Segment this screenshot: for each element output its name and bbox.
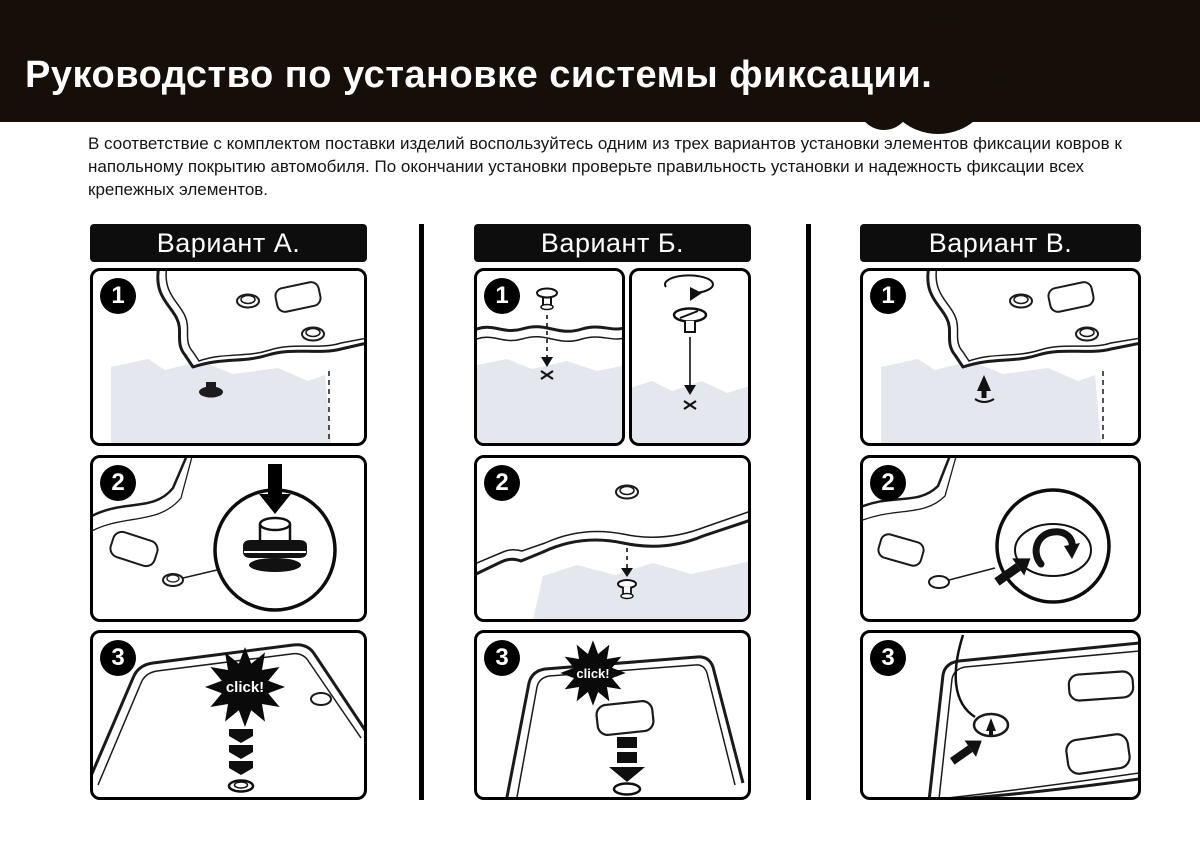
mat-edge-lines [477,325,622,343]
variant-c-header: Вариант В. [860,224,1141,262]
fastener-clip-icon [617,579,637,600]
variant-c-step3-panel: 3 [860,630,1141,800]
variant-b-header: Вариант Б. [474,224,751,262]
carpet-shape [111,359,331,443]
illustration-a1-mat-corner-grommet [111,271,364,443]
carpet-shape [632,381,748,443]
grommet-top-view [612,782,642,796]
illustration-c3-hook-fix [927,634,1138,797]
pointer-arrow-icon [994,558,1031,586]
step-number-badge: 1 [100,278,136,314]
step-number-badge: 1 [484,278,520,314]
floor-mat-outline [156,271,364,369]
intro-text: В соответствие с комплектом поставки изд… [88,134,1122,199]
target-x-mark [683,400,697,410]
carpet-shape [533,561,748,619]
long-down-arrow [684,337,696,395]
hook-grommet [972,712,1010,738]
fastener-clip-icon [536,287,558,311]
illustration-a2-grommet-magnifier [93,458,337,612]
step-number-badge: 2 [100,465,136,501]
grommet-on-carpet [199,382,223,398]
dashed-down-arrow [541,315,553,367]
step-number-badge: 1 [870,278,906,314]
floor-mat-outline [926,271,1138,369]
variant-b-step1-right-panel [629,268,751,446]
fastener-clip-icon [672,307,708,333]
mat-background-lines [863,458,996,589]
click-label: click! [226,679,264,696]
grommet-top-view [227,779,255,793]
click-starburst: click! [205,647,285,727]
illustration-a3-click-fix: click! [93,643,364,793]
variant-c-step1-panel: 1 [860,268,1141,446]
hook-swirl-icon [1032,528,1080,568]
mat-fastener-ovals [236,293,325,342]
click-starburst: click! [560,640,626,706]
illustration-b1-clip-rotate [632,274,748,443]
velcro-hook-icon [974,375,995,403]
guide-curve-line [954,634,976,719]
illustration-c2-hook-magnifier [863,458,1111,604]
variant-b-step2-panel: 2 [474,455,751,622]
illustration-b1-clip-insert [477,287,622,443]
pointer-arrow-icon [949,740,982,765]
mat-background-lines [93,458,218,587]
variant-a-header: Вариант А. [90,224,367,262]
illustration-b3-click-fix: click! [505,640,745,797]
illustration-b2-mat-over-clip [477,458,748,619]
column-divider-2 [806,224,811,800]
variant-a-step3-panel: click! 3 [90,630,367,800]
variant-b-step3-panel: click! 3 [474,630,751,800]
down-chevrons-icon [229,729,253,775]
mat-perspective-outline [505,655,745,797]
step-number-badge: 3 [870,640,906,676]
step-number-badge: 2 [484,465,520,501]
variant-a-step1-panel: 1 [90,268,367,446]
floor-mat-outline [477,458,748,576]
thick-down-arrow-icon [609,737,645,782]
grommet-cross-section [243,516,307,572]
variant-a-step2-panel: 2 [90,455,367,622]
rotate-arrow-icon [664,274,714,301]
step-number-badge: 3 [484,640,520,676]
header-bar [0,0,1200,122]
mat-fastener-ovals [615,484,639,500]
column-divider-1 [419,224,424,800]
carpet-shape [477,359,622,443]
press-down-arrow-icon [259,464,291,514]
click-label: click! [576,666,609,681]
mat-hole [274,281,322,313]
dashed-down-arrow [621,548,633,577]
illustration-c1-mat-corner-hook [881,271,1138,443]
mat-perspective-outline [927,641,1138,797]
variant-c-step2-panel: 2 [860,455,1141,622]
step-number-badge: 2 [870,465,906,501]
step-number-badge: 3 [100,640,136,676]
page-title: Руководство по установке системы фиксаци… [25,54,933,96]
variant-b-step1-left-panel: 1 [474,268,625,446]
target-x-mark [540,370,554,380]
decorative-circle-small [858,78,910,130]
mat-perspective-outline [93,643,364,786]
mat-fastener-ovals [1009,293,1099,342]
mat-hole [1047,281,1095,313]
